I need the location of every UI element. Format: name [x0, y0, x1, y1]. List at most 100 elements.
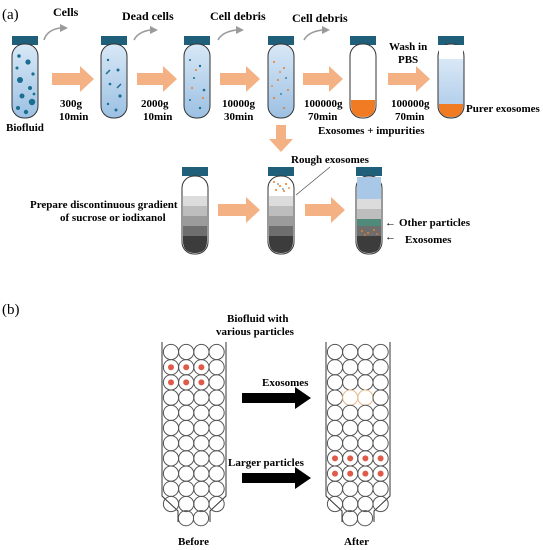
bead	[342, 343, 359, 361]
bead	[342, 389, 359, 406]
particle	[362, 455, 369, 462]
bead	[193, 480, 210, 497]
spin-labels: 300g 10min 2000g 10min 10000g 30min 1000…	[59, 41, 430, 123]
orange-arrow-down	[269, 125, 293, 152]
bead	[372, 480, 389, 497]
particle	[183, 379, 190, 386]
bead	[372, 389, 389, 406]
bead	[208, 374, 225, 391]
discard-arrow-3	[217, 29, 237, 41]
bead	[326, 343, 344, 361]
bead	[356, 510, 374, 527]
other-particles-label: Other particles	[399, 217, 471, 229]
bead	[357, 495, 374, 513]
bead	[162, 404, 180, 421]
spin-time-4: 70min	[308, 111, 337, 123]
orange-arrow-2	[137, 66, 177, 92]
bead	[193, 389, 210, 406]
other-particles-arrow: ←	[385, 217, 396, 229]
bead	[178, 480, 195, 497]
discard-arrow-4	[303, 29, 323, 41]
bead	[193, 343, 210, 361]
gradient-label-2: of sucrose or iodixanol	[60, 212, 166, 224]
bead	[372, 435, 389, 452]
bead	[193, 404, 210, 421]
particle	[362, 470, 369, 477]
bead	[326, 419, 344, 437]
bead	[162, 343, 180, 361]
bead	[326, 359, 344, 376]
particle	[198, 364, 205, 371]
bead	[326, 374, 344, 391]
bead	[193, 465, 210, 482]
bead	[162, 419, 180, 437]
bead	[372, 359, 389, 376]
bead	[326, 404, 344, 421]
discard-arrow-1	[43, 27, 61, 41]
particle	[168, 364, 174, 371]
spin-speed-5: 100000g	[391, 98, 430, 110]
spin-time-3: 30min	[224, 111, 253, 123]
bead	[342, 495, 359, 513]
bead	[208, 359, 225, 376]
tube-purer	[437, 36, 465, 119]
bead	[193, 450, 210, 467]
wash-label-2: PBS	[398, 54, 418, 66]
biofluid-label-b-1: Biofluid with	[227, 313, 288, 325]
bead	[342, 419, 359, 437]
purer-label: Purer exosomes	[466, 103, 541, 115]
pellet-label: Exosomes + impurities	[318, 125, 425, 137]
orange-arrow-gradient-2	[305, 197, 345, 223]
bead	[342, 435, 359, 452]
bead	[208, 404, 225, 421]
bead	[208, 480, 225, 497]
biofluid-label-b-2: various particles	[216, 326, 295, 338]
orange-arrow-gradient-1	[218, 197, 260, 223]
discard-arrows	[43, 27, 323, 41]
orange-arrow-3	[220, 66, 260, 92]
bead	[208, 343, 225, 361]
spin-speed-4: 100000g	[304, 98, 343, 110]
bead	[342, 374, 359, 391]
rough-label: Rough exosomes	[291, 154, 370, 166]
discard-arrow-2	[133, 29, 151, 41]
bead	[357, 343, 374, 361]
bead	[357, 359, 374, 376]
beads-before	[162, 343, 225, 527]
bead	[162, 480, 180, 497]
particle	[332, 455, 338, 462]
gradient-tube-2	[267, 167, 295, 255]
bead	[357, 404, 374, 421]
bead	[178, 465, 195, 482]
bead	[342, 480, 359, 497]
particle	[347, 470, 354, 477]
particle	[168, 379, 174, 386]
bead	[162, 389, 180, 406]
bead	[178, 435, 195, 452]
bead	[357, 480, 374, 497]
panel-b: (b) Biofluid with various particles Exos…	[2, 302, 391, 548]
bead	[342, 404, 359, 421]
arrow-larger	[242, 467, 311, 489]
panel-a: (a) Cells Dead cells Cell debris Cell de…	[2, 5, 541, 255]
bead	[372, 495, 389, 513]
tube-2	[100, 36, 128, 119]
gradient-tube-1	[181, 167, 209, 255]
biofluid-label: Biofluid	[6, 122, 44, 134]
tube-4	[267, 36, 295, 119]
bead	[178, 343, 195, 361]
bead	[357, 374, 374, 391]
bead	[178, 495, 195, 513]
bead	[372, 343, 389, 361]
bead	[162, 450, 180, 467]
spin-time-5: 70min	[395, 111, 424, 123]
bead	[357, 435, 374, 452]
bead	[178, 450, 195, 467]
bead	[208, 450, 225, 467]
waste-label-dead-cells: Dead cells	[122, 9, 174, 23]
column-after	[325, 342, 391, 522]
beads-after	[326, 343, 389, 527]
spin-speed-1: 300g	[60, 98, 83, 110]
gradient-label-1: Prepare discontinuous gradient	[30, 199, 178, 211]
